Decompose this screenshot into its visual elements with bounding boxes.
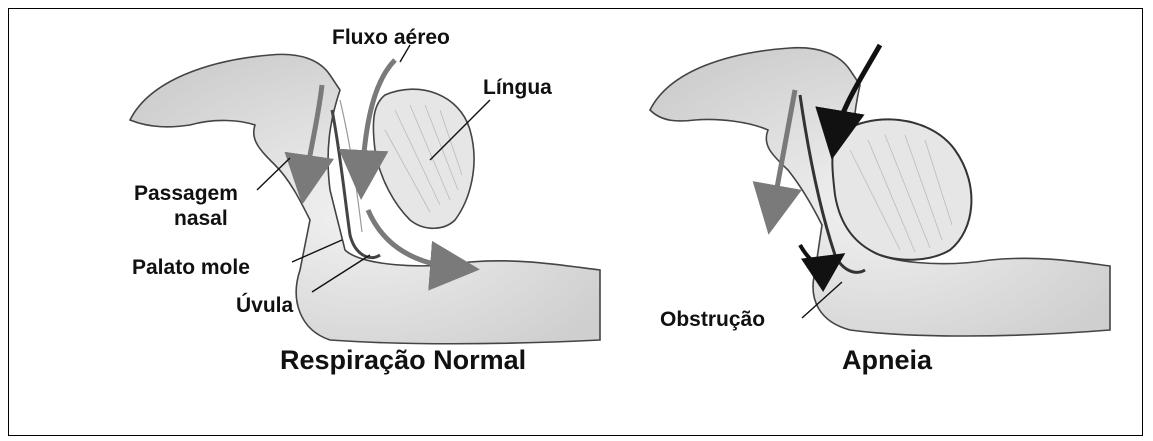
label-soft-palate: Palato mole bbox=[132, 256, 250, 279]
title-apnea: Apneia bbox=[842, 345, 932, 376]
label-uvula: Úvula bbox=[236, 294, 293, 317]
apnea-diagram bbox=[650, 45, 1110, 336]
title-normal-breathing: Respiração Normal bbox=[280, 345, 526, 376]
label-airflow: Fluxo aéreo bbox=[332, 26, 450, 49]
label-nasal-passage-line2: nasal bbox=[174, 207, 228, 230]
tongue-shape bbox=[373, 89, 474, 228]
label-tongue: Língua bbox=[483, 76, 552, 99]
label-obstruction: Obstrução bbox=[660, 308, 765, 331]
label-nasal-passage-line1: Passagem bbox=[134, 182, 238, 205]
